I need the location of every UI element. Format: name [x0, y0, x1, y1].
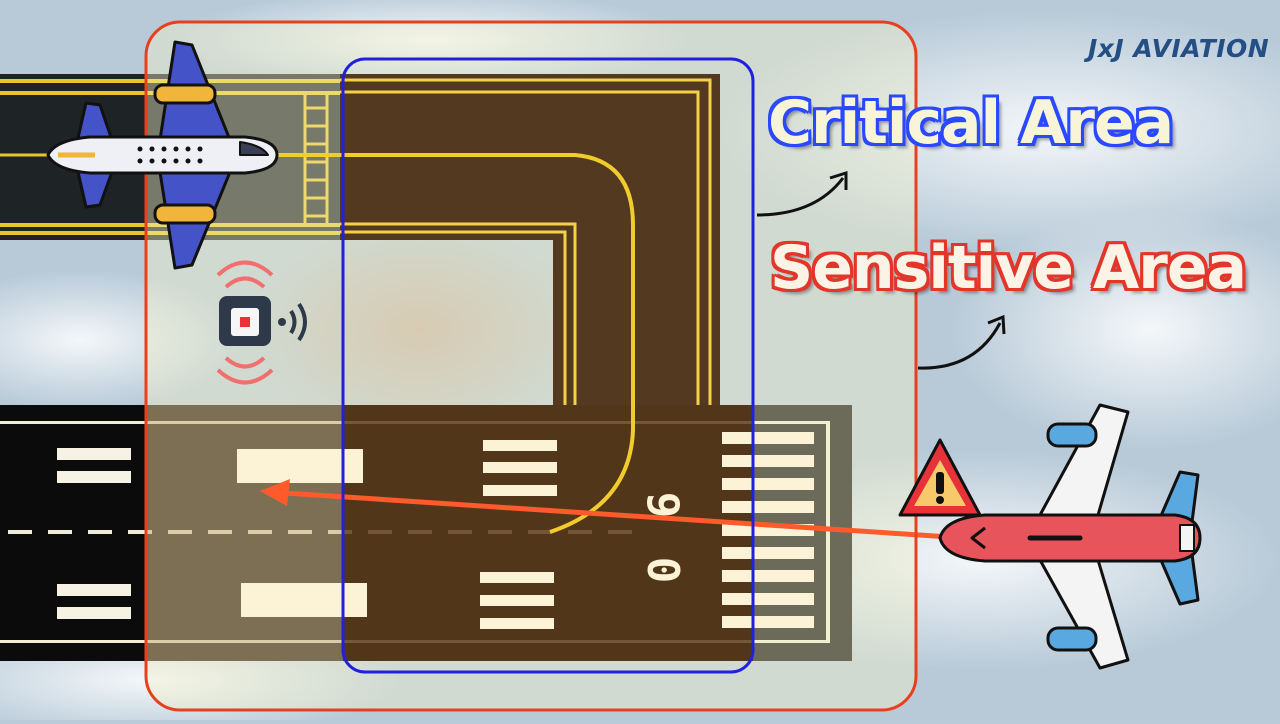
sensitive-area-outline [144, 20, 918, 712]
ils-antenna-icon [216, 260, 307, 385]
runway-designator-digit-1: 9 [637, 492, 688, 519]
critical-area-pointer [756, 170, 848, 217]
warning-icon [898, 438, 982, 517]
critical-area-outline [341, 57, 755, 674]
brand-watermark: JxJ AVIATION [1088, 34, 1270, 63]
airplane-landing-icon [938, 403, 1202, 670]
localizer-signal-arrow [260, 479, 951, 540]
sensitive-area-pointer [917, 314, 1006, 370]
runway-designator-digit-2: 0 [637, 557, 688, 584]
sensitive-area-label: Sensitive Area [770, 233, 1247, 303]
runway-designator: 9 0 [637, 492, 688, 584]
critical-area-label: Critical Area [768, 88, 1174, 158]
airplane-taxiway-icon [46, 40, 279, 270]
